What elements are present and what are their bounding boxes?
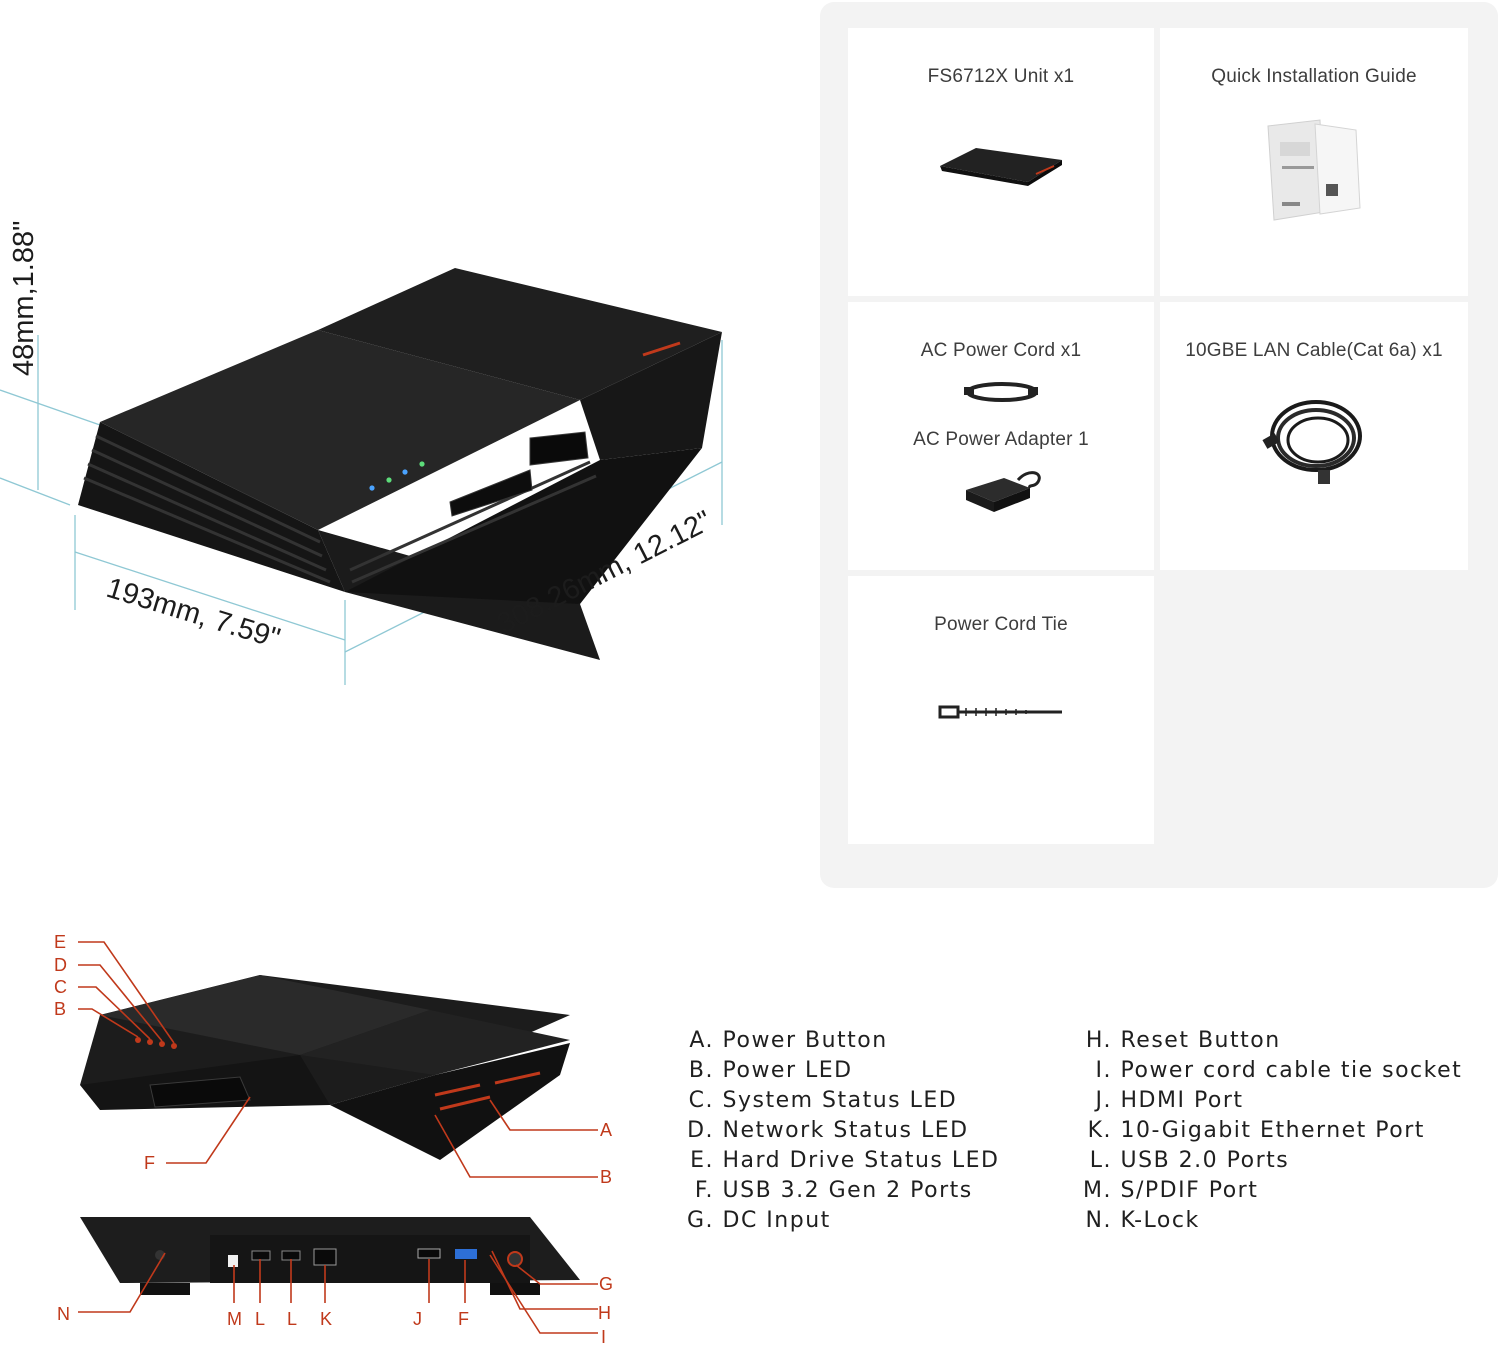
content-card-label: 10GBE LAN Cable(Cat 6a) x1 <box>1185 340 1443 361</box>
callout-c: C <box>54 977 67 997</box>
content-card-cord-tie: Power Cord Tie <box>848 576 1154 844</box>
callout-h: H <box>598 1303 611 1323</box>
callout-b-bottom: B <box>600 1167 613 1187</box>
callout-a: A <box>600 1120 613 1140</box>
legend-text: Power LED <box>722 1058 853 1083</box>
legend-text: 10-Gigabit Ethernet Port <box>1120 1118 1425 1143</box>
legend-item: A. Power Button <box>680 1026 1080 1056</box>
rear-view-diagram: N M L L K J F G H I <box>40 1205 640 1347</box>
legend-item: F. USB 3.2 Gen 2 Ports <box>680 1176 1080 1206</box>
legend-item: E. Hard Drive Status LED <box>680 1146 1080 1176</box>
legend-text: Network Status LED <box>722 1118 969 1143</box>
legend-item: D. Network Status LED <box>680 1116 1080 1146</box>
nas-rear-illustration <box>78 1217 598 1334</box>
content-card-unit: FS6712X Unit x1 <box>848 28 1154 296</box>
legend-left: A. Power Button B. Power LED C. System S… <box>680 1026 1080 1236</box>
legend-key: B. <box>688 1058 714 1083</box>
legend-text: USB 3.2 Gen 2 Ports <box>722 1178 973 1203</box>
legend-item: N. K-Lock <box>1078 1206 1498 1236</box>
legend-item: J. HDMI Port <box>1078 1086 1498 1116</box>
callout-k: K <box>320 1309 333 1329</box>
content-card-label: Power Cord Tie <box>934 614 1068 635</box>
callout-e: E <box>54 932 67 952</box>
legend-key: K. <box>1087 1118 1112 1143</box>
front-view-diagram: E D C B F A B <box>40 925 640 1195</box>
legend-text: System Status LED <box>722 1088 958 1113</box>
legend-key: G. <box>686 1208 714 1233</box>
callout-l-1: L <box>255 1309 266 1329</box>
lan-cable-icon <box>1262 400 1362 484</box>
legend-item: B. Power LED <box>680 1056 1080 1086</box>
legend-right: H. Reset Button I. Power cord cable tie … <box>1078 1026 1498 1236</box>
legend-text: S/PDIF Port <box>1120 1178 1259 1203</box>
legend-key: M. <box>1083 1178 1112 1203</box>
callout-b-top: B <box>54 999 67 1019</box>
callout-n: N <box>57 1304 70 1324</box>
legend-item: G. DC Input <box>680 1206 1080 1236</box>
nas-unit-icon <box>940 148 1062 186</box>
legend-item: M. S/PDIF Port <box>1078 1176 1498 1206</box>
legend-key: L. <box>1089 1148 1112 1173</box>
legend-key: D. <box>687 1118 714 1143</box>
legend-text: Power cord cable tie socket <box>1120 1058 1463 1083</box>
legend-key: H. <box>1085 1028 1112 1053</box>
content-card-power: AC Power Cord x1 AC Power Adapter 1 <box>848 302 1154 570</box>
legend-key: F. <box>694 1178 714 1203</box>
callout-g: G <box>599 1274 614 1294</box>
legend-text: K-Lock <box>1120 1208 1200 1233</box>
legend-item: K. 10-Gigabit Ethernet Port <box>1078 1116 1498 1146</box>
legend-key: I. <box>1095 1058 1112 1083</box>
legend-text: HDMI Port <box>1120 1088 1244 1113</box>
legend-text: Hard Drive Status LED <box>722 1148 1000 1173</box>
legend-key: E. <box>690 1148 714 1173</box>
legend-item: L. USB 2.0 Ports <box>1078 1146 1498 1176</box>
content-card-label: Quick Installation Guide <box>1211 66 1417 87</box>
callout-l-2: L <box>287 1309 298 1329</box>
power-adapter-icon <box>966 471 1041 512</box>
callout-m: M <box>227 1309 242 1329</box>
guide-booklet-icon <box>1267 119 1361 221</box>
nas-device-dimension-illustration <box>0 268 723 685</box>
legend-text: DC Input <box>722 1208 831 1233</box>
legend-text: Power Button <box>722 1028 888 1053</box>
legend-item: H. Reset Button <box>1078 1026 1498 1056</box>
height-dimension-label: 48mm,1.88" <box>8 220 40 376</box>
legend-text: Reset Button <box>1120 1028 1281 1053</box>
callout-i: I <box>601 1327 607 1347</box>
callout-d: D <box>54 955 67 975</box>
cable-tie-icon <box>938 705 1062 719</box>
package-contents-panel: FS6712X Unit x1 Quick Installation Guide… <box>820 2 1498 888</box>
legend-key: A. <box>689 1028 714 1053</box>
dimension-drawing: 48mm,1.88" 193mm, 7.59" 308.26mm, 12.12" <box>0 200 790 700</box>
legend-key: C. <box>688 1088 714 1113</box>
content-card-guide: Quick Installation Guide <box>1160 28 1468 296</box>
power-cord-icon <box>964 382 1038 402</box>
nas-front-illustration <box>78 941 598 1178</box>
content-card-label: FS6712X Unit x1 <box>927 66 1075 87</box>
content-card-label: AC Power Cord x1 <box>920 340 1082 361</box>
content-card-lan-cable: 10GBE LAN Cable(Cat 6a) x1 <box>1160 302 1468 570</box>
legend-key: N. <box>1085 1208 1112 1233</box>
legend-text: USB 2.0 Ports <box>1120 1148 1290 1173</box>
callout-j: J <box>413 1309 422 1329</box>
legend-key: J. <box>1095 1088 1112 1113</box>
legend-item: C. System Status LED <box>680 1086 1080 1116</box>
legend-item: I. Power cord cable tie socket <box>1078 1056 1498 1086</box>
content-card-label-2: AC Power Adapter 1 <box>913 429 1089 450</box>
callout-f-front: F <box>144 1153 155 1173</box>
callout-f-rear: F <box>458 1309 469 1329</box>
